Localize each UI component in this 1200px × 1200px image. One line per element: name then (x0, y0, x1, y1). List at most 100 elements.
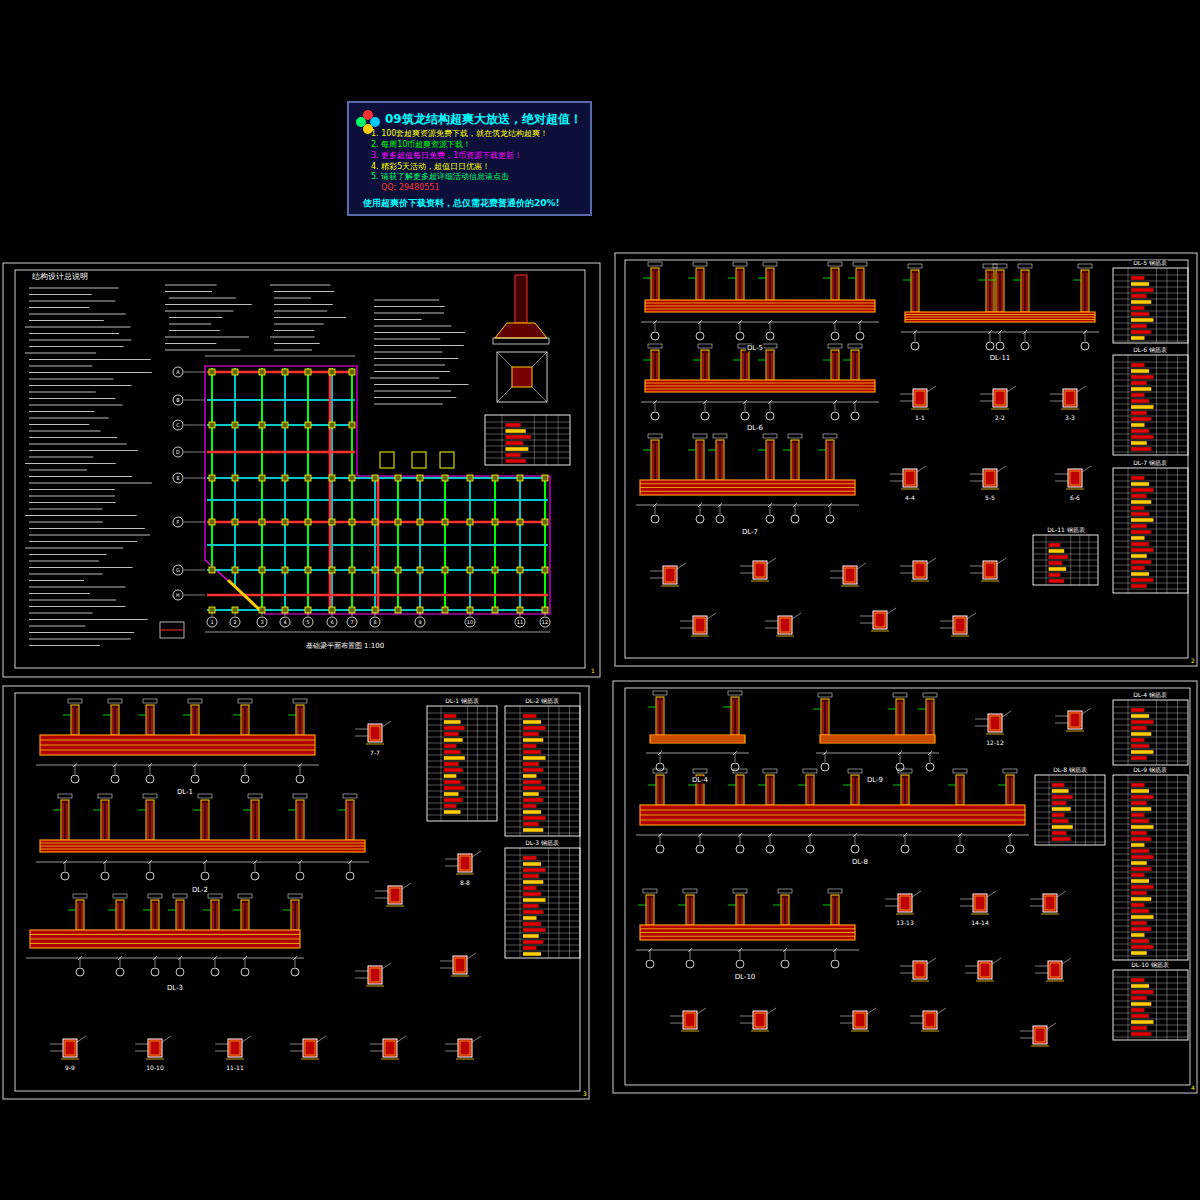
column-tag (1003, 769, 1017, 773)
axis-line (375, 612, 376, 616)
note-text-line (29, 346, 124, 347)
rebar-shape (444, 720, 461, 724)
column-tag (853, 262, 867, 266)
rebar-shape (1131, 447, 1151, 451)
rebar-shape (523, 946, 537, 950)
rebar-shape (1131, 530, 1151, 534)
table-row-line (505, 743, 580, 744)
rebar-shape (523, 892, 541, 896)
column-rebar (1027, 273, 1028, 312)
rebar-table (505, 848, 580, 958)
note-text-line (29, 443, 127, 444)
rebar-shape (1131, 306, 1145, 310)
section-stirrup (845, 568, 855, 582)
section-detail (228, 1039, 242, 1057)
column-rebar (103, 803, 104, 840)
table-row-line (427, 761, 497, 762)
rebar-shape (1131, 837, 1151, 841)
axis-bubble (851, 845, 859, 853)
table-col-line (467, 706, 468, 821)
column-stub (61, 800, 69, 840)
foundation-beam (30, 930, 300, 948)
axis-line (75, 765, 76, 774)
axis-line (745, 402, 746, 411)
table-row-line (427, 755, 497, 756)
section-stirrup (915, 963, 925, 977)
leader-line (445, 859, 458, 860)
section-stirrup (1035, 1028, 1045, 1042)
foundation-beam (650, 735, 745, 743)
column-tag (343, 794, 357, 798)
section-detail (368, 966, 382, 984)
table-col-line (559, 706, 560, 836)
table-row-line (505, 915, 580, 916)
beam-rebar (640, 936, 855, 937)
rebar-shape (444, 726, 465, 730)
note-text-line (25, 515, 137, 516)
rebar-shape (1131, 795, 1154, 799)
table-col-line (548, 848, 549, 958)
column-tag (803, 769, 817, 773)
table-row-line (1113, 806, 1188, 807)
table-row-line (1113, 731, 1188, 732)
table-row-line (427, 737, 497, 738)
rebar-shape (523, 750, 541, 754)
column-rebar (702, 443, 703, 480)
column-rebar (1083, 273, 1084, 312)
column-rebar (808, 778, 809, 805)
rebar-shape (444, 714, 457, 718)
leader-line (773, 905, 781, 906)
column-rebar (653, 353, 654, 380)
table-row-line (1113, 995, 1188, 996)
note-text-line (165, 304, 252, 305)
foundation-beam (40, 840, 365, 852)
column-mark (232, 369, 238, 375)
column-stub (736, 895, 744, 925)
table-row-line (1113, 493, 1188, 494)
axis-line (420, 612, 421, 616)
axis-line (655, 402, 656, 411)
rebar-shape (1131, 1002, 1151, 1006)
sheet-number: 3 (582, 1091, 588, 1097)
section-detail (303, 1039, 317, 1057)
leader-line (792, 613, 801, 619)
table-col-line (1128, 775, 1129, 960)
axis-bubble (956, 845, 964, 853)
banner-footer: 使用超爽价下载资料，总仅需花费普通价的20%! (363, 197, 584, 209)
note-text-line (29, 339, 132, 340)
rebar-table (427, 706, 497, 821)
footing-line (497, 352, 512, 367)
table-col-line (441, 706, 442, 821)
footing-plan-column (512, 367, 532, 387)
section-base (456, 874, 474, 875)
note-text-line (29, 645, 100, 646)
column-tag (818, 693, 832, 697)
leader-line (1007, 386, 1016, 392)
section-stirrup (980, 963, 990, 977)
section-stirrup (995, 391, 1005, 405)
rebar-shape (444, 786, 465, 790)
column-tag (1078, 264, 1092, 268)
leader-line (50, 1051, 63, 1052)
note-text-line (29, 391, 96, 392)
axis-bubble (831, 332, 839, 340)
column-tag (1018, 264, 1032, 268)
rebar-shape (444, 762, 459, 766)
column-mark (372, 475, 378, 481)
axis-bubble (1081, 342, 1089, 350)
note-text-line (29, 632, 134, 633)
note-text-line (165, 291, 212, 292)
rebar-shape (523, 822, 539, 826)
note-text-line (29, 378, 113, 379)
column-stub (831, 895, 839, 925)
rebar-shape (1131, 903, 1145, 907)
rebar-shape (1131, 488, 1154, 492)
column-rebar (797, 443, 798, 480)
table-row-line (1113, 523, 1188, 524)
leader-line (1035, 966, 1048, 967)
column-stub (956, 775, 964, 805)
column-mark (542, 519, 548, 525)
axis-line (835, 322, 836, 331)
drawing-label: DL-8 (851, 859, 869, 866)
rebar-shape (1131, 411, 1147, 415)
